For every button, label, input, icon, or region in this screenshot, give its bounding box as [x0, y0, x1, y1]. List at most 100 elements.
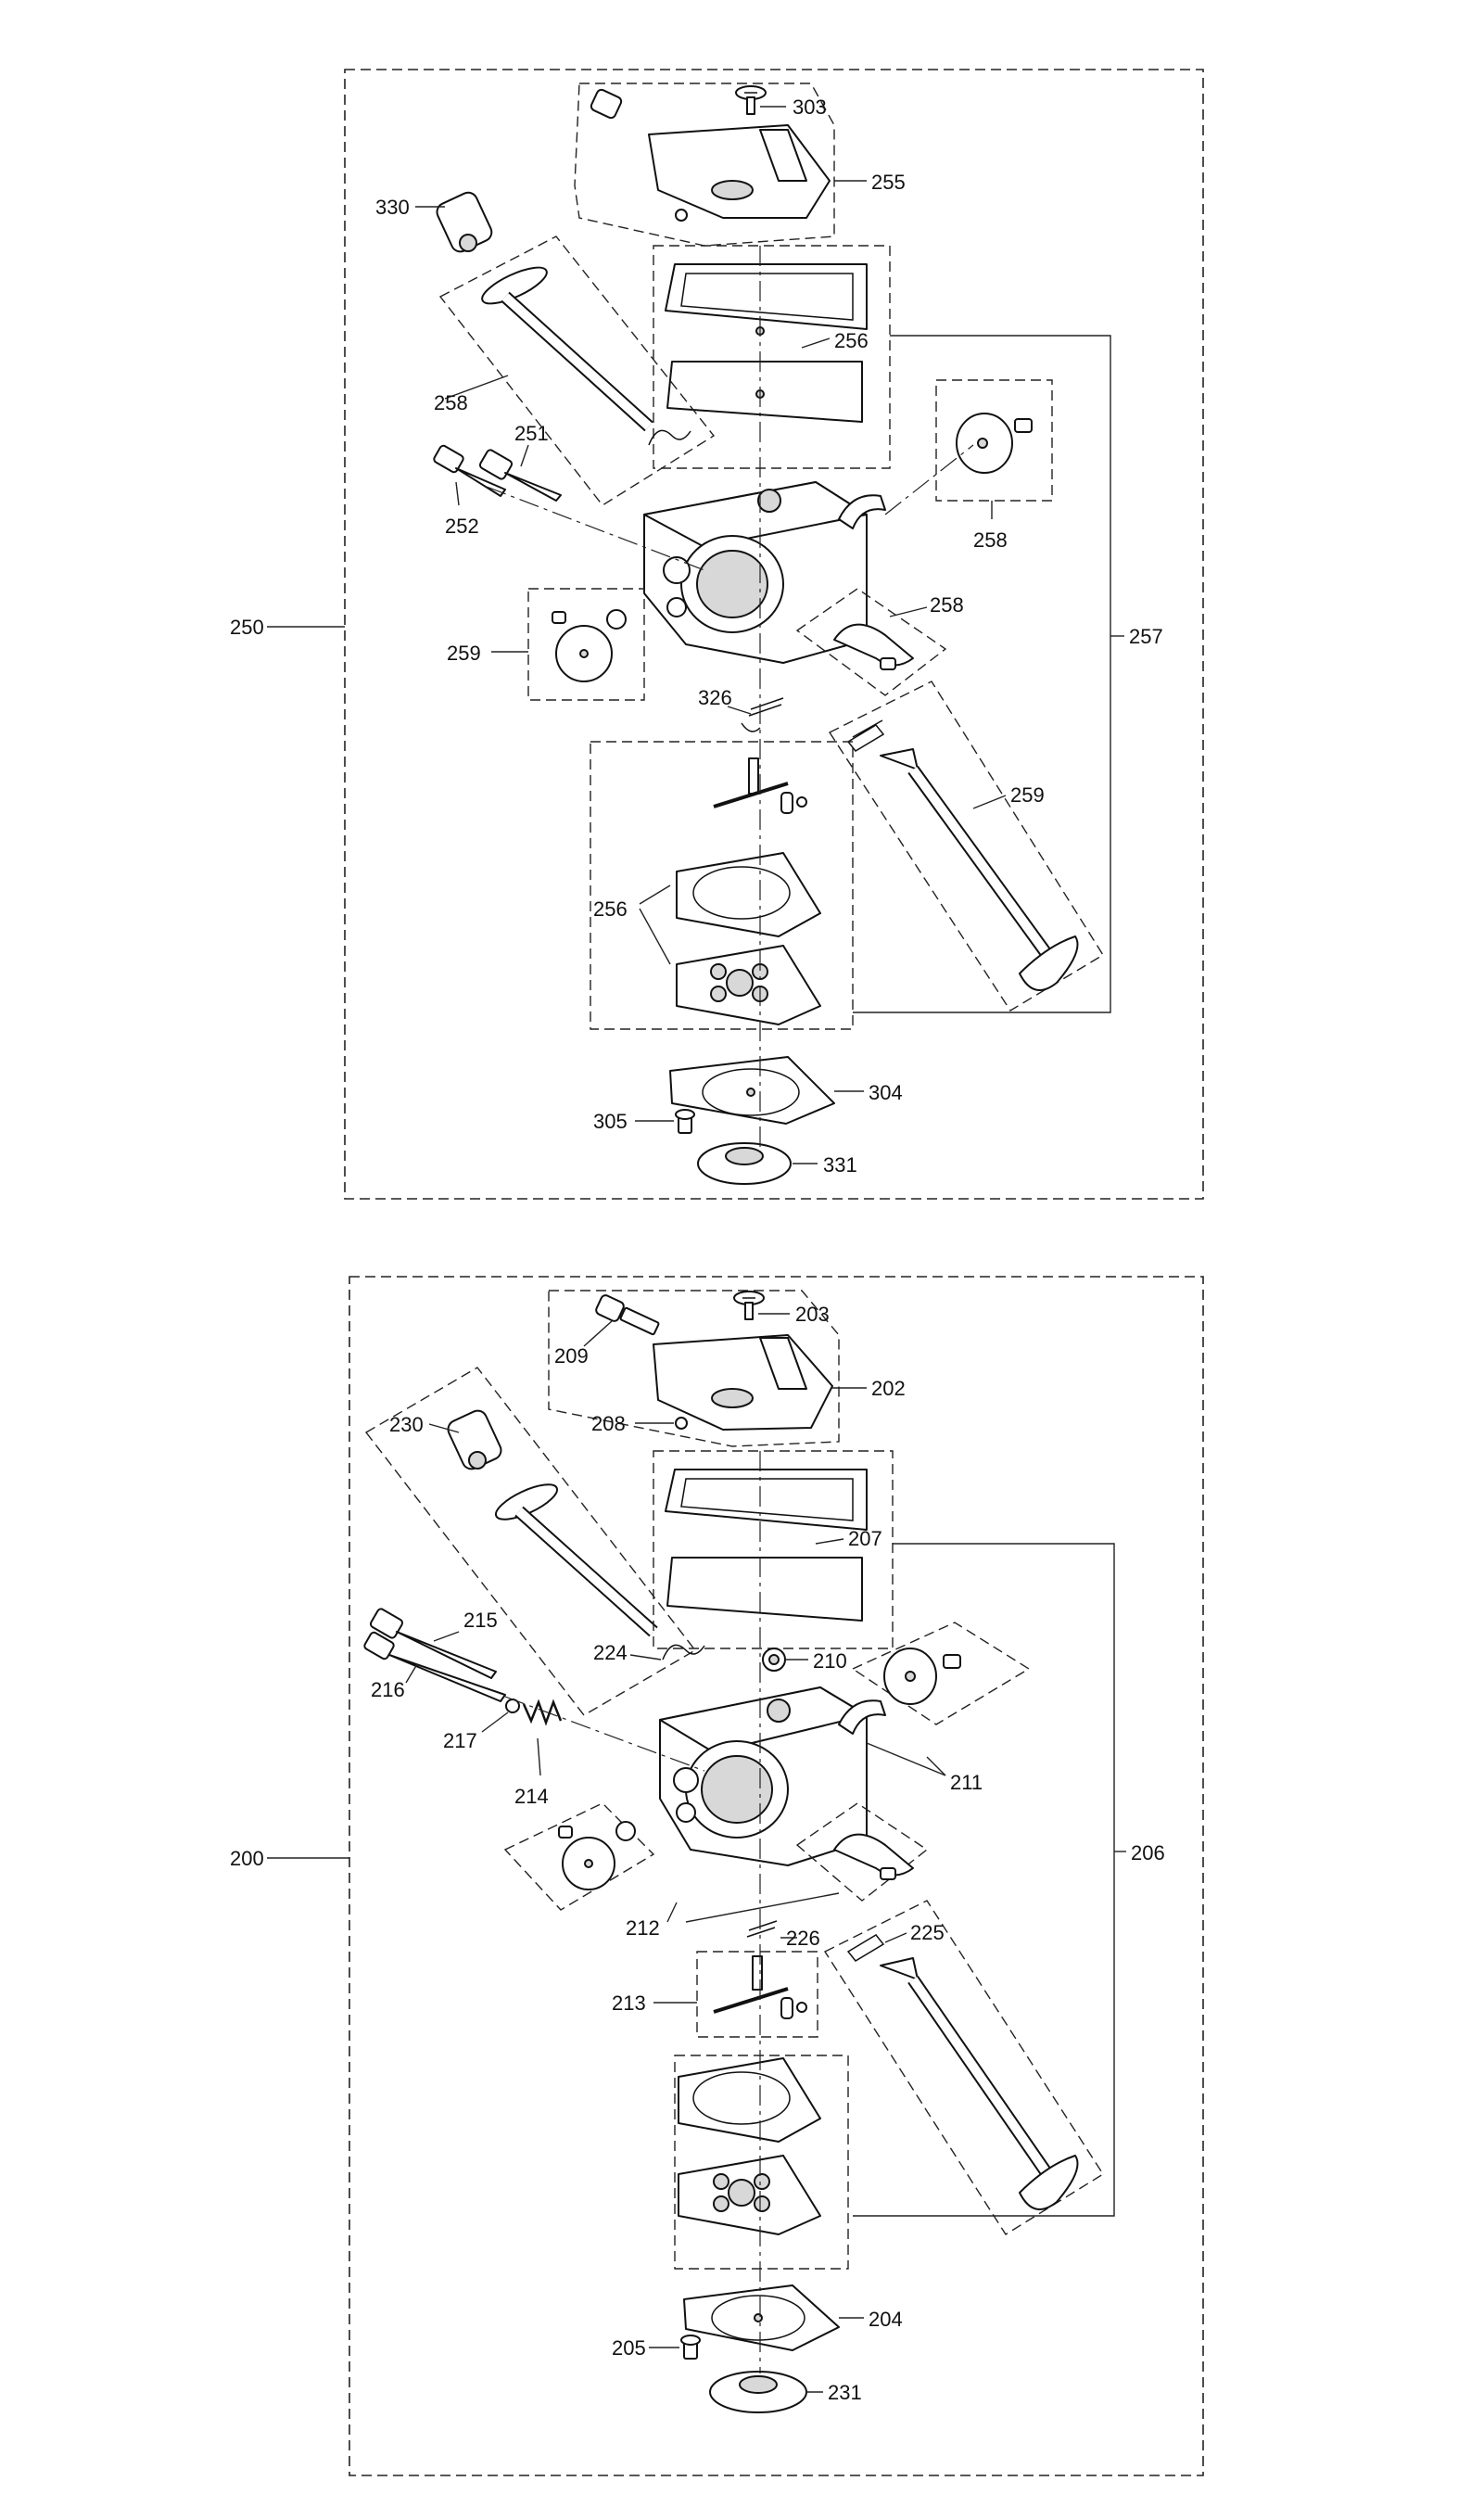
choke-lever-330 — [436, 191, 493, 253]
label-303: 303 — [793, 95, 827, 119]
screw-203 — [733, 1291, 765, 1320]
label-257: 257 — [1129, 625, 1163, 648]
washer-331 — [697, 1142, 792, 1185]
gasket-256-bottom — [676, 852, 821, 1025]
gasket-256-top — [665, 263, 868, 423]
screw-303 — [735, 85, 767, 115]
choke-disc-lower — [558, 1821, 636, 1890]
label-213: 213 — [612, 1991, 646, 2015]
label-231: 231 — [828, 2381, 862, 2404]
metering-cover-202 — [653, 1334, 833, 1431]
needle-216 — [363, 1631, 506, 1702]
throttle-lever-lower — [833, 1833, 914, 1880]
gasket-207 — [665, 1469, 868, 1622]
lower-assembly-frame — [349, 1276, 1204, 2476]
throttle-shaft-225 — [846, 1934, 1079, 2210]
lower-assembly: 200 203 209 202 208 — [230, 1276, 1204, 2476]
label-251: 251 — [514, 422, 549, 445]
pin-226 — [746, 1920, 778, 1938]
pump-cover-204 — [683, 2284, 840, 2351]
inlet-needle-assembly — [713, 757, 807, 814]
needle-251 — [478, 449, 562, 502]
label-210: 210 — [813, 1649, 847, 1673]
label-211: 211 — [950, 1771, 983, 1794]
choke-disc-259 — [552, 609, 627, 682]
pump-group-outline — [590, 741, 854, 1030]
throttle-shaft-group-outline — [828, 681, 1104, 1012]
carburetor-body-lower — [659, 1686, 886, 1866]
label-204: 204 — [869, 2308, 903, 2331]
screw-205 — [680, 2335, 701, 2360]
label-331: 331 — [823, 1153, 857, 1177]
label-205: 205 — [612, 2336, 646, 2360]
lever-group-outline — [795, 588, 947, 696]
upper-assembly: 250 303 255 256 — [230, 69, 1204, 1200]
spring-214 — [522, 1699, 563, 1726]
label-226: 226 — [786, 1927, 820, 1950]
label-203: 203 — [795, 1303, 830, 1326]
throttle-lever-258 — [833, 623, 914, 670]
label-215: 215 — [463, 1609, 498, 1632]
bracket-257 — [853, 335, 1111, 1013]
label-250: 250 — [230, 616, 264, 639]
label-217: 217 — [443, 1729, 477, 1752]
label-330: 330 — [375, 196, 410, 219]
label-207: 207 — [848, 1527, 882, 1550]
label-305: 305 — [593, 1110, 628, 1133]
label-258-disc: 258 — [973, 528, 1008, 552]
throttle-shaft-lower-outline — [823, 1900, 1104, 2235]
pump-group-lower-outline — [674, 2055, 849, 2270]
disc-group-259-outline — [527, 588, 645, 701]
choke-disc-lower-outline — [503, 1802, 655, 1911]
choke-lever-230 — [447, 1409, 502, 1470]
label-209: 209 — [554, 1344, 589, 1368]
choke-shaft-224 — [494, 1483, 705, 1661]
label-255: 255 — [871, 171, 906, 194]
label-230: 230 — [389, 1413, 424, 1436]
label-214: 214 — [514, 1785, 549, 1808]
label-224: 224 — [593, 1641, 628, 1664]
washer-231 — [709, 2371, 807, 2413]
inlet-needle-213 — [713, 1955, 807, 2019]
inlet-needle-group-outline — [696, 1951, 818, 2038]
label-200: 200 — [230, 1847, 264, 1870]
pin-326 — [741, 697, 784, 732]
label-206: 206 — [1131, 1841, 1165, 1864]
carburetor-body-upper — [643, 481, 886, 664]
choke-shaft-258 — [481, 266, 691, 446]
label-259-shaft: 259 — [1010, 783, 1045, 807]
lever-group-lower-outline — [795, 1802, 929, 1902]
needle-215 — [369, 1608, 497, 1679]
label-326: 326 — [698, 686, 732, 709]
upper-assembly-frame — [344, 69, 1204, 1200]
label-258-choke: 258 — [434, 391, 468, 414]
cover-group-outline — [574, 83, 835, 247]
choke-group-lower-outline — [364, 1367, 697, 1716]
metering-cover-255 — [590, 88, 831, 222]
disc-group-outline — [935, 379, 1053, 502]
label-259-disc: 259 — [447, 642, 481, 665]
label-304: 304 — [869, 1081, 903, 1104]
throttle-shaft-259 — [846, 719, 1079, 991]
label-208: 208 — [591, 1412, 626, 1435]
cover-group-lower-outline — [548, 1290, 840, 1447]
throttle-disc-211 — [883, 1648, 961, 1705]
bracket-206 — [853, 1543, 1115, 2217]
label-212: 212 — [626, 1916, 660, 1940]
throttle-disc-258 — [956, 413, 1033, 474]
choke-shaft-group-outline — [438, 235, 716, 506]
filter-screen-210 — [762, 1648, 786, 1672]
label-256-top: 256 — [834, 329, 869, 352]
idle-screw-209 — [595, 1294, 660, 1336]
label-252: 252 — [445, 515, 479, 538]
gasket-pump-lower — [678, 2057, 821, 2235]
gasket-group-top-outline — [653, 245, 891, 469]
screw-305 — [675, 1109, 695, 1134]
label-258-lever: 258 — [930, 593, 964, 617]
pump-cover-304 — [669, 1056, 835, 1125]
label-225: 225 — [910, 1921, 945, 1944]
disc-group-211-outline — [851, 1622, 1031, 1725]
label-256-bottom: 256 — [593, 897, 628, 921]
label-202: 202 — [871, 1377, 906, 1400]
